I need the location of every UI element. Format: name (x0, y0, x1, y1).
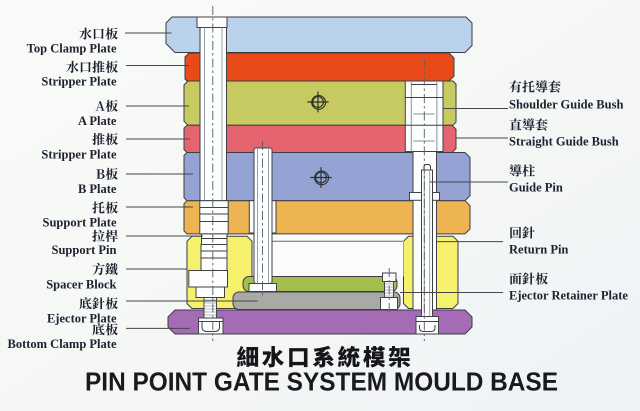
svg-text:Straight Guide Bush: Straight Guide Bush (509, 135, 619, 149)
svg-text:Support Plate: Support Plate (43, 216, 117, 230)
svg-text:Guide Pin: Guide Pin (509, 181, 563, 195)
svg-text:Return Pin: Return Pin (509, 243, 568, 257)
svg-text:Top Clamp Plate: Top Clamp Plate (27, 42, 117, 56)
svg-text:Stripper Plate: Stripper Plate (41, 148, 117, 162)
svg-text:Bottom Clamp Plate: Bottom Clamp Plate (7, 337, 116, 351)
svg-text:B Plate: B Plate (78, 182, 117, 196)
svg-text:PIN POINT GATE SYSTEM MOULD BA: PIN POINT GATE SYSTEM MOULD BASE (85, 369, 558, 397)
svg-text:Spacer Block: Spacer Block (46, 278, 116, 292)
svg-text:Ejector Retainer Plate: Ejector Retainer Plate (509, 289, 628, 303)
svg-text:Support Pin: Support Pin (52, 243, 117, 257)
svg-text:A Plate: A Plate (78, 114, 117, 128)
svg-text:Shoulder Guide Bush: Shoulder Guide Bush (509, 98, 623, 112)
svg-text:Ejector Plate: Ejector Plate (47, 312, 117, 326)
svg-text:Stripper Plate: Stripper Plate (41, 74, 117, 88)
